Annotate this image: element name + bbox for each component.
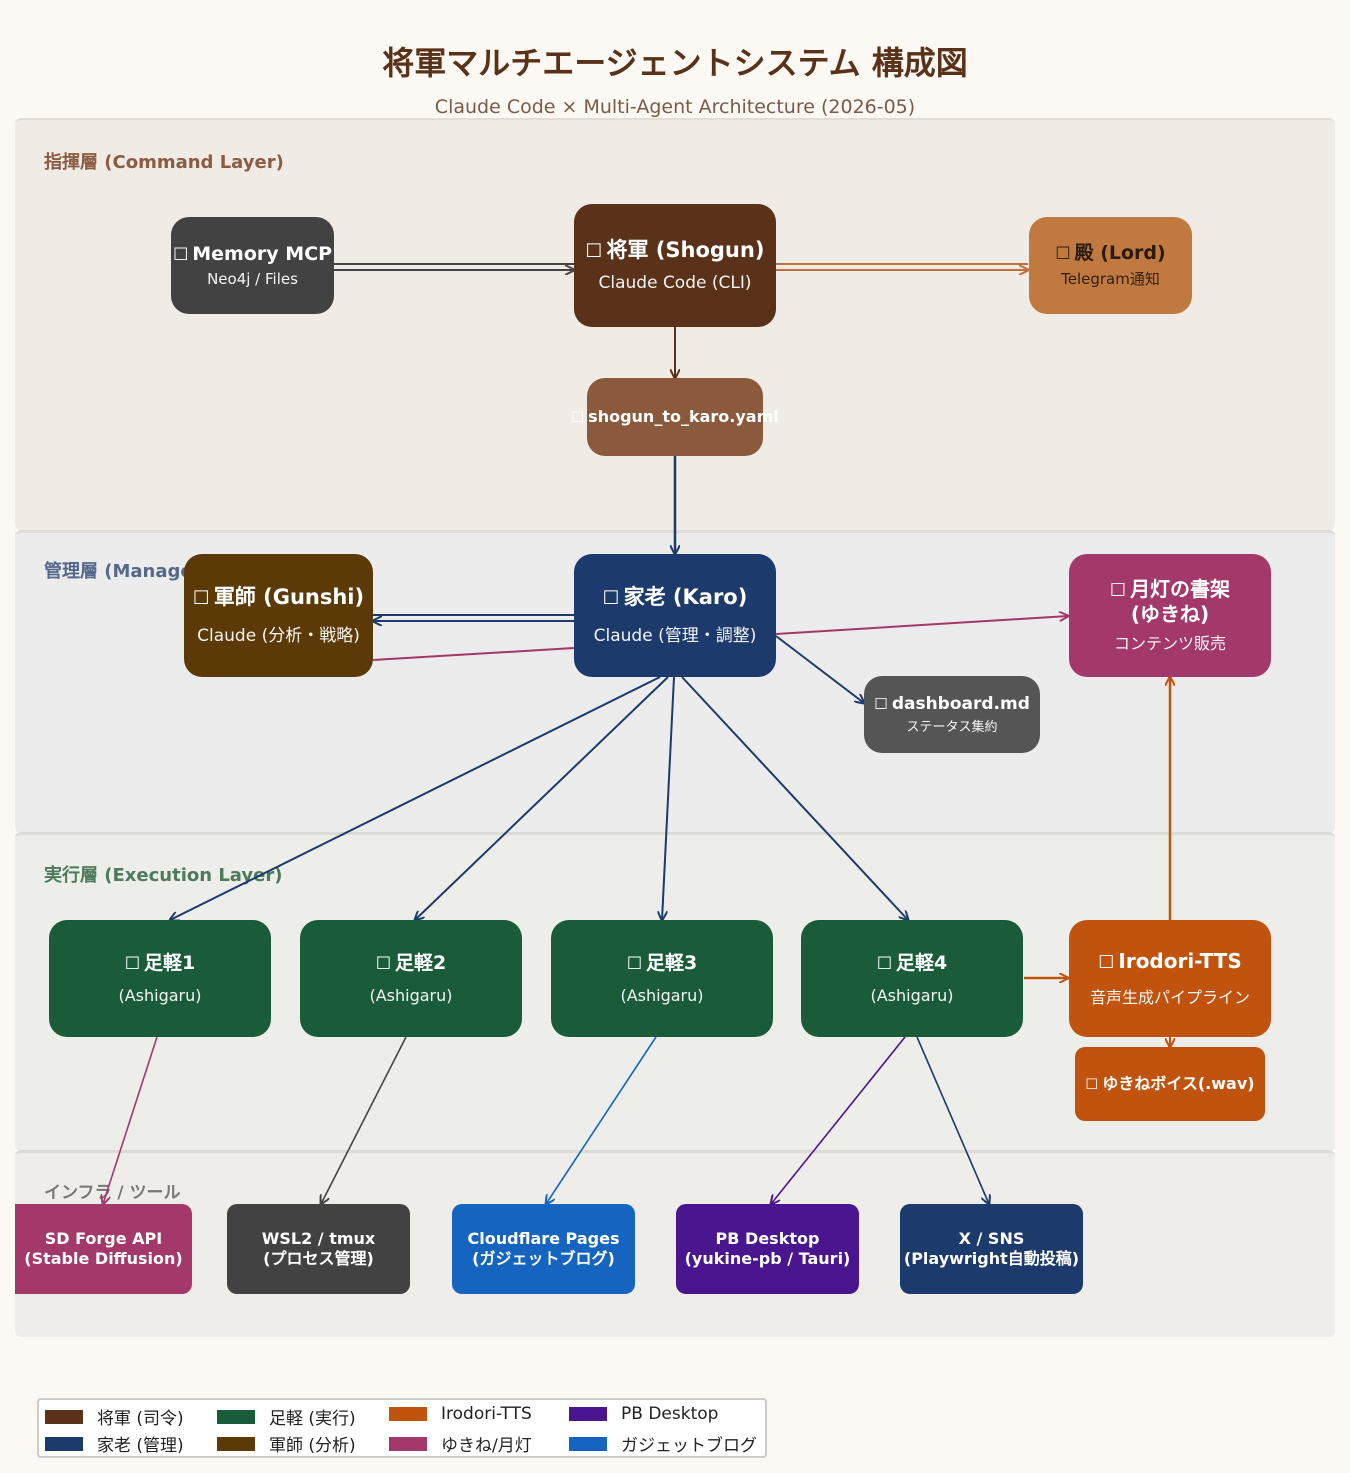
box-icon: ☐ bbox=[626, 953, 643, 974]
box-icon: ☐ bbox=[192, 587, 210, 610]
wsl-node: WSL2 / tmux (プロセス管理) bbox=[227, 1204, 410, 1294]
sd-forge-node: SD Forge API (Stable Diffusion) bbox=[15, 1204, 192, 1294]
ashigaru2-node: ☐足軽2 (Ashigaru) bbox=[300, 920, 522, 1037]
shogun-node: ☐将軍 (Shogun) Claude Code (CLI) bbox=[574, 204, 776, 327]
legend-item: 足軽 (実行) bbox=[217, 1404, 356, 1429]
command-layer-label: 指揮層 (Command Layer) bbox=[44, 152, 284, 173]
infra-layer-label: インフラ / ツール bbox=[44, 1183, 181, 1203]
legend-swatch bbox=[45, 1409, 83, 1424]
pb-desktop-node: PB Desktop (yukine-pb / Tauri) bbox=[676, 1204, 859, 1294]
gunshi-node: ☐軍師 (Gunshi) Claude (分析・戦略) bbox=[184, 554, 373, 677]
box-icon: ☐ bbox=[1098, 952, 1115, 974]
irodori-tts-node: ☐Irodori-TTS 音声生成パイプライン bbox=[1069, 920, 1271, 1037]
file-icon: ☐ bbox=[874, 694, 888, 713]
ashigaru4-sub: (Ashigaru) bbox=[870, 986, 954, 1006]
legend-swatch bbox=[389, 1407, 427, 1421]
ashigaru4-node: ☐足軽4 (Ashigaru) bbox=[801, 920, 1023, 1037]
file-icon: ☐ bbox=[571, 409, 585, 426]
karo-node: ☐家老 (Karo) Claude (管理・調整) bbox=[574, 554, 776, 677]
legend-item: 軍師 (分析) bbox=[217, 1431, 356, 1456]
ashigaru1-sub: (Ashigaru) bbox=[118, 986, 202, 1006]
legend-item: PB Desktop bbox=[569, 1404, 718, 1424]
lord-node: ☐殿 (Lord) Telegram通知 bbox=[1029, 217, 1192, 314]
legend-label: PB Desktop bbox=[621, 1404, 719, 1424]
voice-node: ☐ゆきねボイス(.wav) bbox=[1075, 1047, 1265, 1121]
yaml-node: ☐shogun_to_karo.yaml bbox=[571, 378, 779, 456]
ashigaru1-node: ☐足軽1 (Ashigaru) bbox=[49, 920, 271, 1037]
karo-sub: Claude (管理・調整) bbox=[593, 625, 757, 646]
diagram-subtitle: Claude Code × Multi-Agent Architecture (… bbox=[434, 96, 916, 118]
gunshi-sub: Claude (分析・戦略) bbox=[197, 625, 360, 646]
ashigaru2-title: 足軽2 bbox=[395, 951, 447, 974]
x-sns-node: X / SNS (Playwright自動投稿) bbox=[900, 1204, 1083, 1294]
legend-item: Irodori-TTS bbox=[389, 1404, 532, 1424]
box-icon: ☐ bbox=[124, 953, 141, 974]
dashboard-node: ☐dashboard.md ステータス集約 bbox=[864, 676, 1040, 753]
legend-label: 軍師 (分析) bbox=[269, 1436, 356, 1456]
legend-swatch bbox=[217, 1436, 255, 1451]
cloudflare-node: Cloudflare Pages (ガジェットブログ) bbox=[452, 1204, 635, 1294]
ashigaru3-node: ☐足軽3 (Ashigaru) bbox=[551, 920, 773, 1037]
gunshi-title: 軍師 (Gunshi) bbox=[213, 585, 365, 610]
tts-title: Irodori-TTS bbox=[1118, 949, 1242, 974]
karo-title: 家老 (Karo) bbox=[623, 585, 748, 610]
ashigaru1-title: 足軽1 bbox=[144, 951, 196, 974]
legend-label: ゆきね/月灯 bbox=[441, 1436, 532, 1456]
box-icon: ☐ bbox=[602, 587, 620, 610]
legend-label: 将軍 (司令) bbox=[97, 1409, 184, 1429]
shoka-sub: コンテンツ販売 bbox=[1113, 633, 1226, 653]
dashboard-sub: ステータス集約 bbox=[906, 720, 998, 736]
shogun-title: 将軍 (Shogun) bbox=[606, 237, 765, 262]
box-icon: ☐ bbox=[1109, 580, 1127, 602]
ashigaru4-title: 足軽4 bbox=[896, 951, 948, 974]
ashigaru3-sub: (Ashigaru) bbox=[620, 986, 704, 1006]
legend-swatch bbox=[569, 1407, 607, 1421]
legend-swatch bbox=[569, 1436, 607, 1451]
memory-sub: Neo4j / Files bbox=[207, 269, 298, 288]
file-icon: ☐ bbox=[1085, 1076, 1099, 1093]
memory-mcp-node: ☐Memory MCP Neo4j / Files bbox=[171, 217, 334, 314]
lord-title: 殿 (Lord) bbox=[1074, 241, 1166, 264]
voice-title: ゆきねボイス(.wav) bbox=[1102, 1073, 1255, 1093]
management-layer-label: 管理層 (Manage bbox=[44, 561, 193, 582]
legend-label: Irodori-TTS bbox=[441, 1404, 532, 1424]
legend-item: 家老 (管理) bbox=[45, 1431, 184, 1456]
legend-label: 足軽 (実行) bbox=[269, 1409, 356, 1429]
box-icon: ☐ bbox=[1055, 243, 1071, 264]
shoka-title: 月灯の書架 (ゆきね) bbox=[1130, 577, 1231, 626]
shoka-node: ☐月灯の書架 (ゆきね) コンテンツ販売 bbox=[1069, 554, 1271, 677]
yaml-title: shogun_to_karo.yaml bbox=[588, 406, 779, 426]
diagram-title: 将軍マルチエージェントシステム 構成図 bbox=[382, 44, 968, 82]
legend-item: 将軍 (司令) bbox=[45, 1404, 184, 1429]
legend-swatch bbox=[217, 1409, 255, 1424]
dashboard-title: dashboard.md bbox=[891, 693, 1030, 714]
tts-sub: 音声生成パイプライン bbox=[1089, 987, 1250, 1007]
ashigaru3-title: 足軽3 bbox=[646, 951, 698, 974]
box-icon: ☐ bbox=[375, 953, 392, 974]
legend-label: ガジェットブログ bbox=[621, 1436, 757, 1456]
legend: 将軍 (司令) 家老 (管理) 足軽 (実行) 軍師 (分析) Irodori-… bbox=[37, 1398, 767, 1458]
box-icon: ☐ bbox=[172, 245, 189, 266]
execution-layer-label: 実行層 (Execution Layer) bbox=[44, 865, 283, 886]
box-icon: ☐ bbox=[585, 239, 603, 262]
legend-label: 家老 (管理) bbox=[97, 1436, 184, 1456]
lord-sub: Telegram通知 bbox=[1061, 270, 1160, 289]
ashigaru2-sub: (Ashigaru) bbox=[369, 986, 453, 1006]
memory-title: Memory MCP bbox=[192, 243, 333, 266]
box-icon: ☐ bbox=[876, 953, 893, 974]
shogun-sub: Claude Code (CLI) bbox=[598, 273, 752, 294]
legend-swatch bbox=[389, 1436, 427, 1451]
legend-swatch bbox=[45, 1436, 83, 1451]
legend-item: ゆきね/月灯 bbox=[389, 1431, 532, 1456]
legend-item: ガジェットブログ bbox=[569, 1431, 757, 1456]
